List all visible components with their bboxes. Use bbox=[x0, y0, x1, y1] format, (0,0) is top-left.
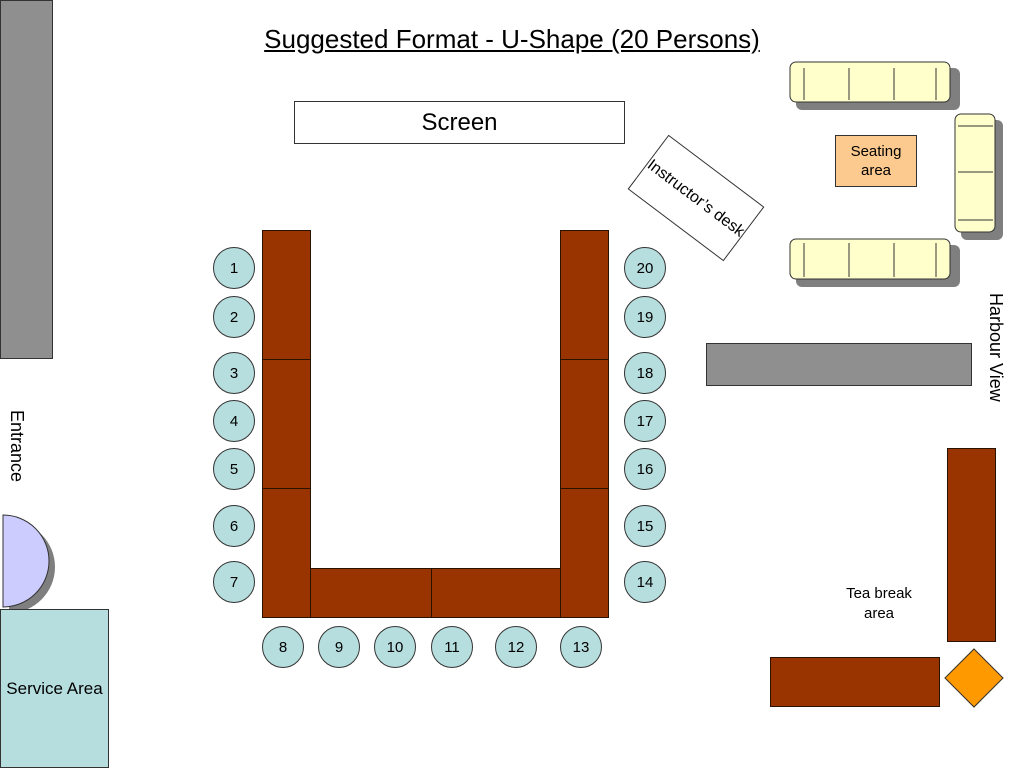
seat: 9 bbox=[318, 626, 360, 668]
seat: 1 bbox=[213, 247, 255, 289]
seat: 19 bbox=[624, 296, 666, 338]
seat: 8 bbox=[262, 626, 304, 668]
table-right-2 bbox=[560, 359, 609, 489]
left-wall bbox=[0, 0, 53, 359]
harbour-view-label: Harbour View bbox=[986, 293, 1006, 402]
seat: 10 bbox=[374, 626, 416, 668]
seating-area: Seating area bbox=[835, 135, 917, 187]
service-area: Service Area bbox=[0, 609, 109, 768]
seat: 4 bbox=[213, 400, 255, 442]
seat: 15 bbox=[624, 505, 666, 547]
harbour-window-bar bbox=[706, 343, 972, 386]
sofa-top bbox=[789, 61, 951, 103]
tea-table-vertical bbox=[947, 448, 996, 642]
seat: 2 bbox=[213, 296, 255, 338]
seat: 6 bbox=[213, 505, 255, 547]
table-bottom-2 bbox=[431, 568, 561, 618]
seat: 5 bbox=[213, 448, 255, 490]
diagram-title: Suggested Format - U-Shape (20 Persons) bbox=[264, 24, 760, 54]
tea-break-label: Tea break area bbox=[846, 585, 912, 622]
seat: 18 bbox=[624, 352, 666, 394]
seat: 13 bbox=[560, 626, 602, 668]
seat: 12 bbox=[495, 626, 537, 668]
entrance-label: Entrance bbox=[7, 410, 27, 483]
seat: 3 bbox=[213, 352, 255, 394]
seat: 14 bbox=[624, 561, 666, 603]
table-left-2 bbox=[262, 359, 311, 489]
sofa-right bbox=[954, 113, 996, 233]
seat: 16 bbox=[624, 448, 666, 490]
entrance-door bbox=[2, 514, 50, 608]
tea-table-horizontal bbox=[770, 657, 940, 707]
seat: 20 bbox=[624, 247, 666, 289]
seat: 7 bbox=[213, 561, 255, 603]
sofa-bottom bbox=[789, 238, 951, 280]
table-left-3 bbox=[262, 488, 311, 618]
table-right-1 bbox=[560, 230, 609, 360]
seat: 17 bbox=[624, 400, 666, 442]
seat: 11 bbox=[431, 626, 473, 668]
projection-screen: Screen bbox=[294, 101, 625, 144]
table-right-3 bbox=[560, 488, 609, 618]
table-bottom-1 bbox=[310, 568, 432, 618]
